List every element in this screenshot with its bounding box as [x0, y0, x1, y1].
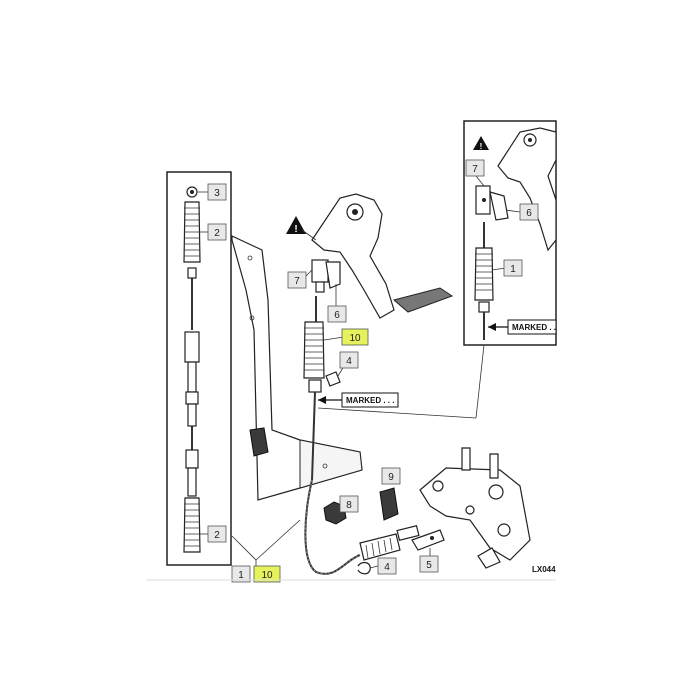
- svg-text:!: !: [480, 142, 483, 151]
- callout-10-main: 10: [341, 328, 369, 346]
- inset-pedal: [497, 127, 557, 252]
- cable-bracket: [379, 487, 399, 521]
- callout-6-main: 6: [327, 305, 347, 323]
- clevis: [311, 259, 341, 293]
- callout-8: 8: [339, 495, 359, 513]
- upper-boot: [183, 201, 201, 263]
- svg-text:8: 8: [346, 500, 352, 511]
- svg-text:5: 5: [426, 560, 432, 571]
- callout-1-bottom: 1: [231, 565, 251, 583]
- leader-lines: [231, 175, 521, 569]
- svg-text:9: 9: [388, 472, 394, 483]
- brake-linkage: [419, 447, 531, 569]
- svg-text:1: 1: [510, 264, 516, 275]
- warning-icon: !: [473, 136, 489, 151]
- svg-text:2: 2: [214, 530, 220, 541]
- svg-text:1: 1: [238, 570, 244, 581]
- svg-text:10: 10: [261, 570, 273, 581]
- plate-clip: [249, 427, 269, 457]
- inset-leader: [475, 344, 485, 419]
- cable-detail-panel: [166, 171, 232, 566]
- cable-clip: [325, 371, 341, 387]
- marked-note-main: MARKED . . .: [318, 392, 399, 408]
- svg-text:6: 6: [526, 208, 532, 219]
- inset-panel: !: [463, 120, 557, 346]
- brake-pedal: [311, 193, 454, 319]
- svg-text:6: 6: [334, 310, 340, 321]
- svg-text:4: 4: [346, 356, 352, 367]
- svg-text:10: 10: [349, 333, 361, 344]
- svg-text:!: !: [294, 224, 297, 235]
- inset-cable: [474, 222, 494, 340]
- figure-code: LX044: [532, 565, 556, 574]
- callout-9: 9: [381, 467, 401, 485]
- callout-6-inset: 6: [519, 203, 539, 221]
- warning-icon: !: [286, 216, 306, 235]
- callout-3: 3: [207, 183, 227, 201]
- bottom-clip: [357, 561, 371, 575]
- lower-clevis: [411, 529, 445, 551]
- callout-2-bottom: 2: [207, 525, 227, 543]
- callout-5: 5: [419, 555, 439, 573]
- callout-4-bottom: 4: [377, 557, 397, 575]
- callout-4-main: 4: [339, 351, 359, 369]
- callout-10-bottom: 10: [253, 565, 281, 583]
- svg-text:4: 4: [384, 562, 390, 573]
- marked-label-inset: MARKED . .: [512, 323, 556, 332]
- callout-7-inset: 7: [465, 159, 485, 177]
- callout-2-top: 2: [207, 223, 227, 241]
- svg-text:7: 7: [294, 276, 300, 287]
- callout-7-main: 7: [287, 271, 307, 289]
- inset-clevis: [475, 185, 509, 221]
- callout-1-inset: 1: [503, 259, 523, 277]
- cable-section-line: [317, 407, 477, 419]
- svg-text:3: 3: [214, 188, 220, 199]
- marked-label-main: MARKED . . .: [346, 396, 394, 405]
- main-cable: [303, 296, 420, 575]
- svg-text:7: 7: [472, 164, 478, 175]
- lower-boot: [183, 497, 201, 553]
- marked-note-inset: MARKED . .: [488, 319, 557, 335]
- svg-text:2: 2: [214, 228, 220, 239]
